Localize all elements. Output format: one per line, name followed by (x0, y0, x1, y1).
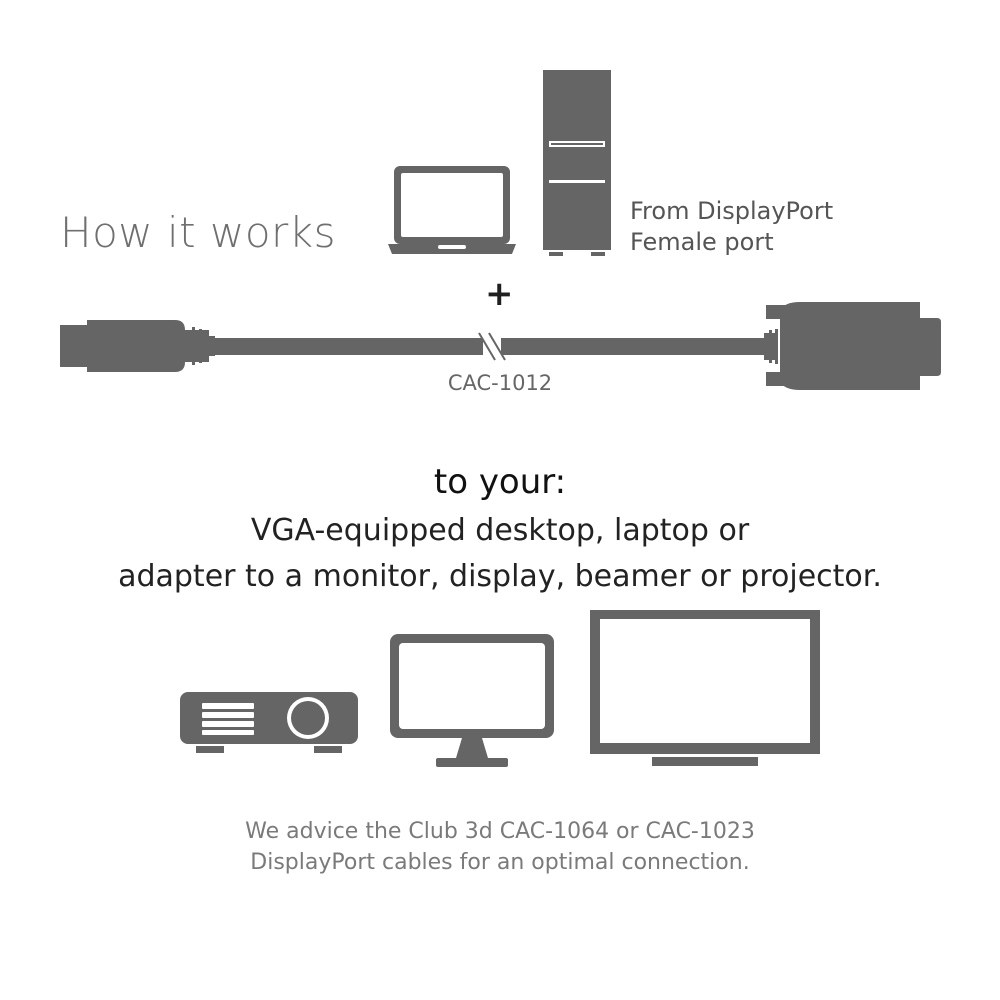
page-title: How it works (60, 208, 336, 257)
source-line-2: Female port (630, 228, 774, 256)
source-port-label: From DisplayPort Female port (630, 196, 833, 258)
advice-line-1: We advice the Club 3d CAC-1064 or CAC-10… (245, 819, 755, 844)
cable-model-label: CAC-1012 (447, 371, 553, 395)
target-description: VGA-equipped desktop, laptop or adapter … (0, 508, 1000, 600)
target-line-1: VGA-equipped desktop, laptop or (250, 513, 750, 548)
laptop-icon (388, 166, 516, 254)
displayport-to-vga-cable-icon (60, 302, 941, 390)
plus-sign: + (485, 274, 514, 314)
target-intro: to your: (433, 462, 567, 502)
projector-icon (180, 692, 358, 753)
source-line-1: From DisplayPort (630, 197, 834, 225)
advice-note: We advice the Club 3d CAC-1064 or CAC-10… (0, 816, 1000, 878)
desktop-tower-icon (543, 70, 611, 256)
advice-line-2: DisplayPort cables for an optimal connec… (250, 850, 750, 875)
tv-display-icon (590, 610, 820, 766)
monitor-icon (390, 634, 554, 767)
target-line-2: adapter to a monitor, display, beamer or… (118, 559, 882, 594)
